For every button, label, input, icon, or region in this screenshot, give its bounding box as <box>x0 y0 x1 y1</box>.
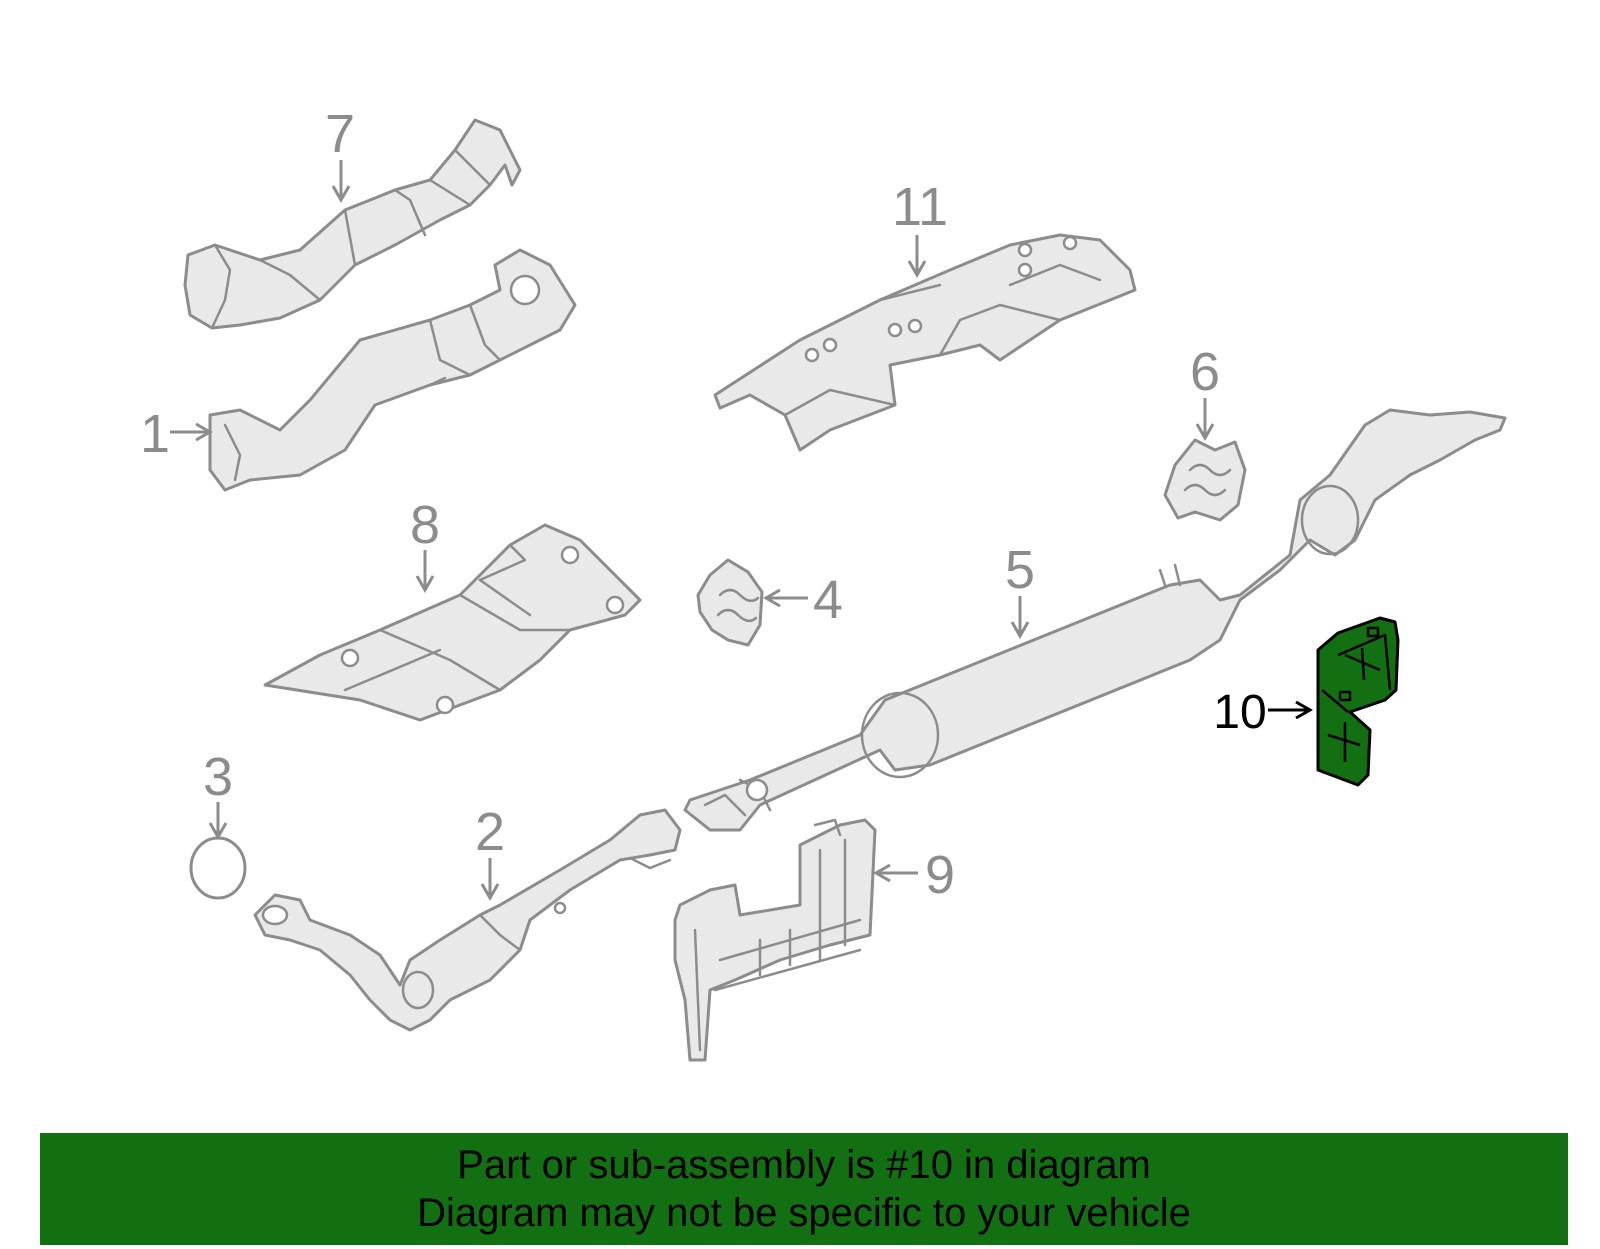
callout-1-label: 1 <box>140 404 170 464</box>
part-10-bracket-highlighted <box>1316 616 1400 787</box>
part-9-heat-shield <box>673 818 877 1062</box>
part-7-heat-shield <box>183 118 522 330</box>
part-4-insulator <box>696 558 764 647</box>
callout-8: 8 <box>410 495 440 594</box>
part-6-insulator <box>1163 438 1247 522</box>
callout-10-highlighted: 10 <box>1213 686 1314 739</box>
callout-5: 5 <box>1005 540 1035 640</box>
callout-9: 9 <box>872 845 955 905</box>
callout-4-label: 4 <box>813 570 843 630</box>
callout-5-label: 5 <box>1005 540 1035 600</box>
part-2-catalytic-converter <box>253 808 682 1032</box>
callout-1: 1 <box>140 404 214 464</box>
part-1-front-pipe <box>208 248 577 492</box>
callout-11: 11 <box>892 177 948 279</box>
callout-6-label: 6 <box>1190 342 1220 402</box>
callout-11-label: 11 <box>892 177 948 237</box>
callout-3: 3 <box>203 747 233 841</box>
callout-6: 6 <box>1190 342 1220 442</box>
callout-7-label: 7 <box>325 104 355 164</box>
part-8-heat-shield <box>263 523 642 722</box>
banner-line-2: Diagram may not be specific to your vehi… <box>417 1191 1191 1235</box>
callout-2-label: 2 <box>475 802 505 862</box>
callout-3-label: 3 <box>203 747 233 807</box>
callout-2: 2 <box>475 802 505 902</box>
callout-10-label: 10 <box>1213 686 1266 739</box>
callout-9-label: 9 <box>925 845 955 905</box>
part-11-heat-shield <box>713 233 1137 452</box>
callout-8-label: 8 <box>410 495 440 555</box>
part-5-muffler-tailpipe <box>683 408 1507 832</box>
part-3-gasket <box>189 836 247 900</box>
banner-line-1: Part or sub-assembly is #10 in diagram <box>457 1143 1151 1187</box>
callout-7: 7 <box>325 104 355 204</box>
callout-4: 4 <box>762 570 843 630</box>
info-banner: Part or sub-assembly is #10 in diagram D… <box>40 1133 1568 1245</box>
